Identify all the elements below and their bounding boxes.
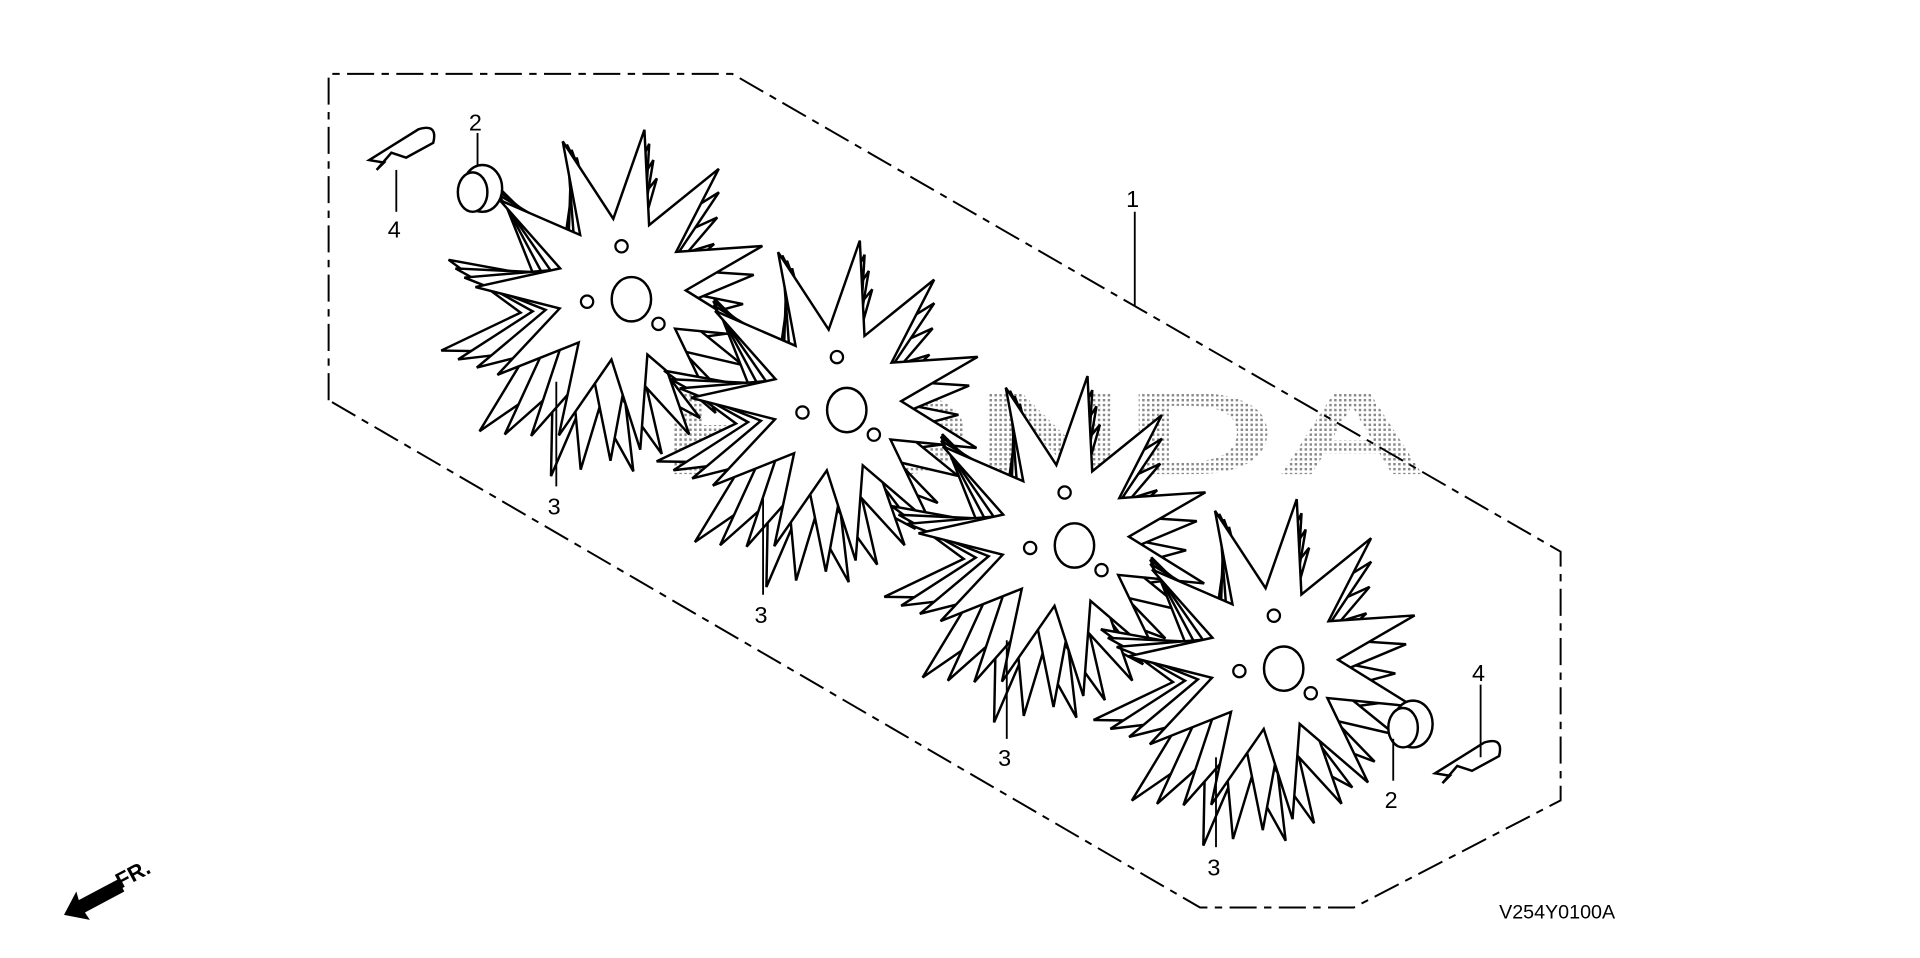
collar-right (1387, 699, 1434, 749)
rivet-hole (614, 239, 629, 254)
rivet-hole (1266, 608, 1282, 623)
rivet-hole (579, 294, 595, 309)
rivet-hole (1022, 540, 1038, 556)
arrow-icon (64, 879, 125, 920)
hub-bore (1262, 645, 1305, 693)
rivet-hole (1057, 485, 1072, 500)
callout-4: 4 (388, 217, 401, 243)
tine-wheel (440, 129, 763, 477)
rivet-hole (1303, 685, 1319, 701)
rivet-hole (1094, 562, 1109, 578)
rivet-hole (651, 316, 666, 332)
hub-bore (825, 386, 868, 434)
clip-left (365, 126, 436, 171)
assembly-outline (327, 72, 1562, 909)
callout-3: 3 (754, 602, 767, 628)
tine-wheel (1093, 498, 1416, 847)
leader-lines (395, 132, 1482, 848)
front-direction-indicator: FR. (64, 855, 154, 920)
rivet-hole (795, 405, 810, 420)
tine-wheels (440, 129, 1416, 847)
hub-bore (1053, 522, 1096, 569)
collar-left (456, 163, 504, 214)
clip-right (1431, 739, 1502, 785)
callout-4: 4 (1472, 660, 1485, 686)
callout-2: 2 (469, 110, 482, 136)
callout-labels: 1 2 4 3 3 3 3 2 4 (388, 110, 1485, 881)
callout-2: 2 (1385, 787, 1398, 813)
rivet-hole (866, 427, 882, 442)
callout-3: 3 (998, 745, 1011, 771)
tine-wheel (883, 375, 1207, 723)
rivet-hole (1232, 663, 1247, 679)
hub-bore (610, 275, 653, 323)
rivet-hole (829, 349, 845, 365)
callout-3: 3 (548, 494, 561, 520)
tine-wheel (656, 240, 979, 588)
callout-3: 3 (1207, 854, 1220, 880)
callout-1: 1 (1126, 186, 1139, 212)
diagram-code: V254Y0100A (1499, 902, 1616, 924)
